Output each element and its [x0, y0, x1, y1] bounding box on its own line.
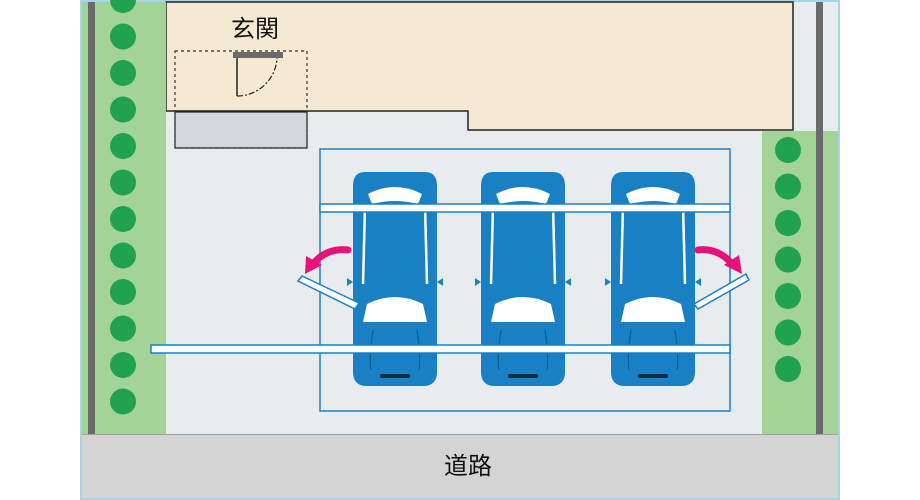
shrub-icon [110, 169, 136, 196]
left-shrub-row [110, 0, 136, 415]
car-windshield [491, 297, 555, 322]
car-mirror-left [347, 278, 353, 286]
right-shrub-row [775, 137, 801, 382]
outer-frame [80, 0, 840, 500]
shrub-icon [775, 210, 801, 236]
car-side-window-left [489, 205, 495, 285]
car-side-window-left [619, 205, 625, 285]
car-mirror-left [475, 278, 481, 286]
car-windshield [363, 297, 427, 322]
upper-gate-rail [319, 203, 731, 213]
car-top-view-icon [347, 172, 443, 386]
car-mirror-right [565, 278, 571, 286]
shrub-icon [110, 60, 136, 86]
car-top-view-icon [475, 172, 571, 386]
car-rear-window [368, 187, 422, 204]
shrub-icon [775, 319, 801, 346]
door-swing-icon [233, 52, 283, 97]
left-swing-arrow-icon [305, 246, 352, 274]
right-hedge [762, 2, 838, 434]
car-body [353, 172, 437, 386]
entrance-area [174, 50, 308, 149]
road [82, 435, 838, 498]
car-side-window-right [681, 205, 687, 285]
car-rear-window [496, 187, 550, 204]
car-grille [508, 374, 538, 378]
shrub-icon [775, 137, 801, 163]
right-swing-arrow-icon [694, 246, 742, 274]
lower-gate-rail [150, 344, 731, 354]
shrub-icon [110, 23, 136, 50]
shrub-icon [110, 242, 136, 269]
entrance-label: 玄関 [231, 16, 279, 43]
car-mirror-right [437, 278, 443, 286]
shrub-icon [775, 173, 801, 200]
shrub-icon [110, 96, 136, 123]
car-mirror-left [605, 278, 611, 286]
porch [174, 111, 308, 149]
car-body [481, 172, 565, 386]
shrub-icon [110, 315, 136, 342]
left-hedge [82, 0, 166, 434]
car-rear-window [626, 187, 680, 204]
left-gate-arm-icon [296, 275, 361, 310]
car-body [611, 172, 695, 386]
car-mirror-right [695, 278, 701, 286]
car-grille [638, 374, 668, 378]
car-top-view-icon [605, 172, 701, 386]
parking-area-outline [319, 148, 731, 412]
car-side-window-right [551, 205, 557, 285]
shrub-icon [110, 279, 136, 305]
car-windshield [621, 297, 685, 322]
shrub-icon [110, 388, 136, 415]
shrub-icon [775, 356, 801, 382]
road-label: 道路 [444, 453, 492, 480]
right-gate-arm-icon [692, 272, 750, 310]
car-grille [380, 374, 410, 378]
car-side-window-left [361, 205, 367, 285]
shrub-icon [110, 206, 136, 232]
car-row [347, 172, 701, 386]
shrub-icon [110, 352, 136, 378]
shrub-icon [110, 133, 136, 159]
car-side-window-right [423, 205, 429, 285]
shrub-icon [775, 246, 801, 273]
shrub-icon [110, 0, 136, 13]
shrub-icon [775, 283, 801, 309]
